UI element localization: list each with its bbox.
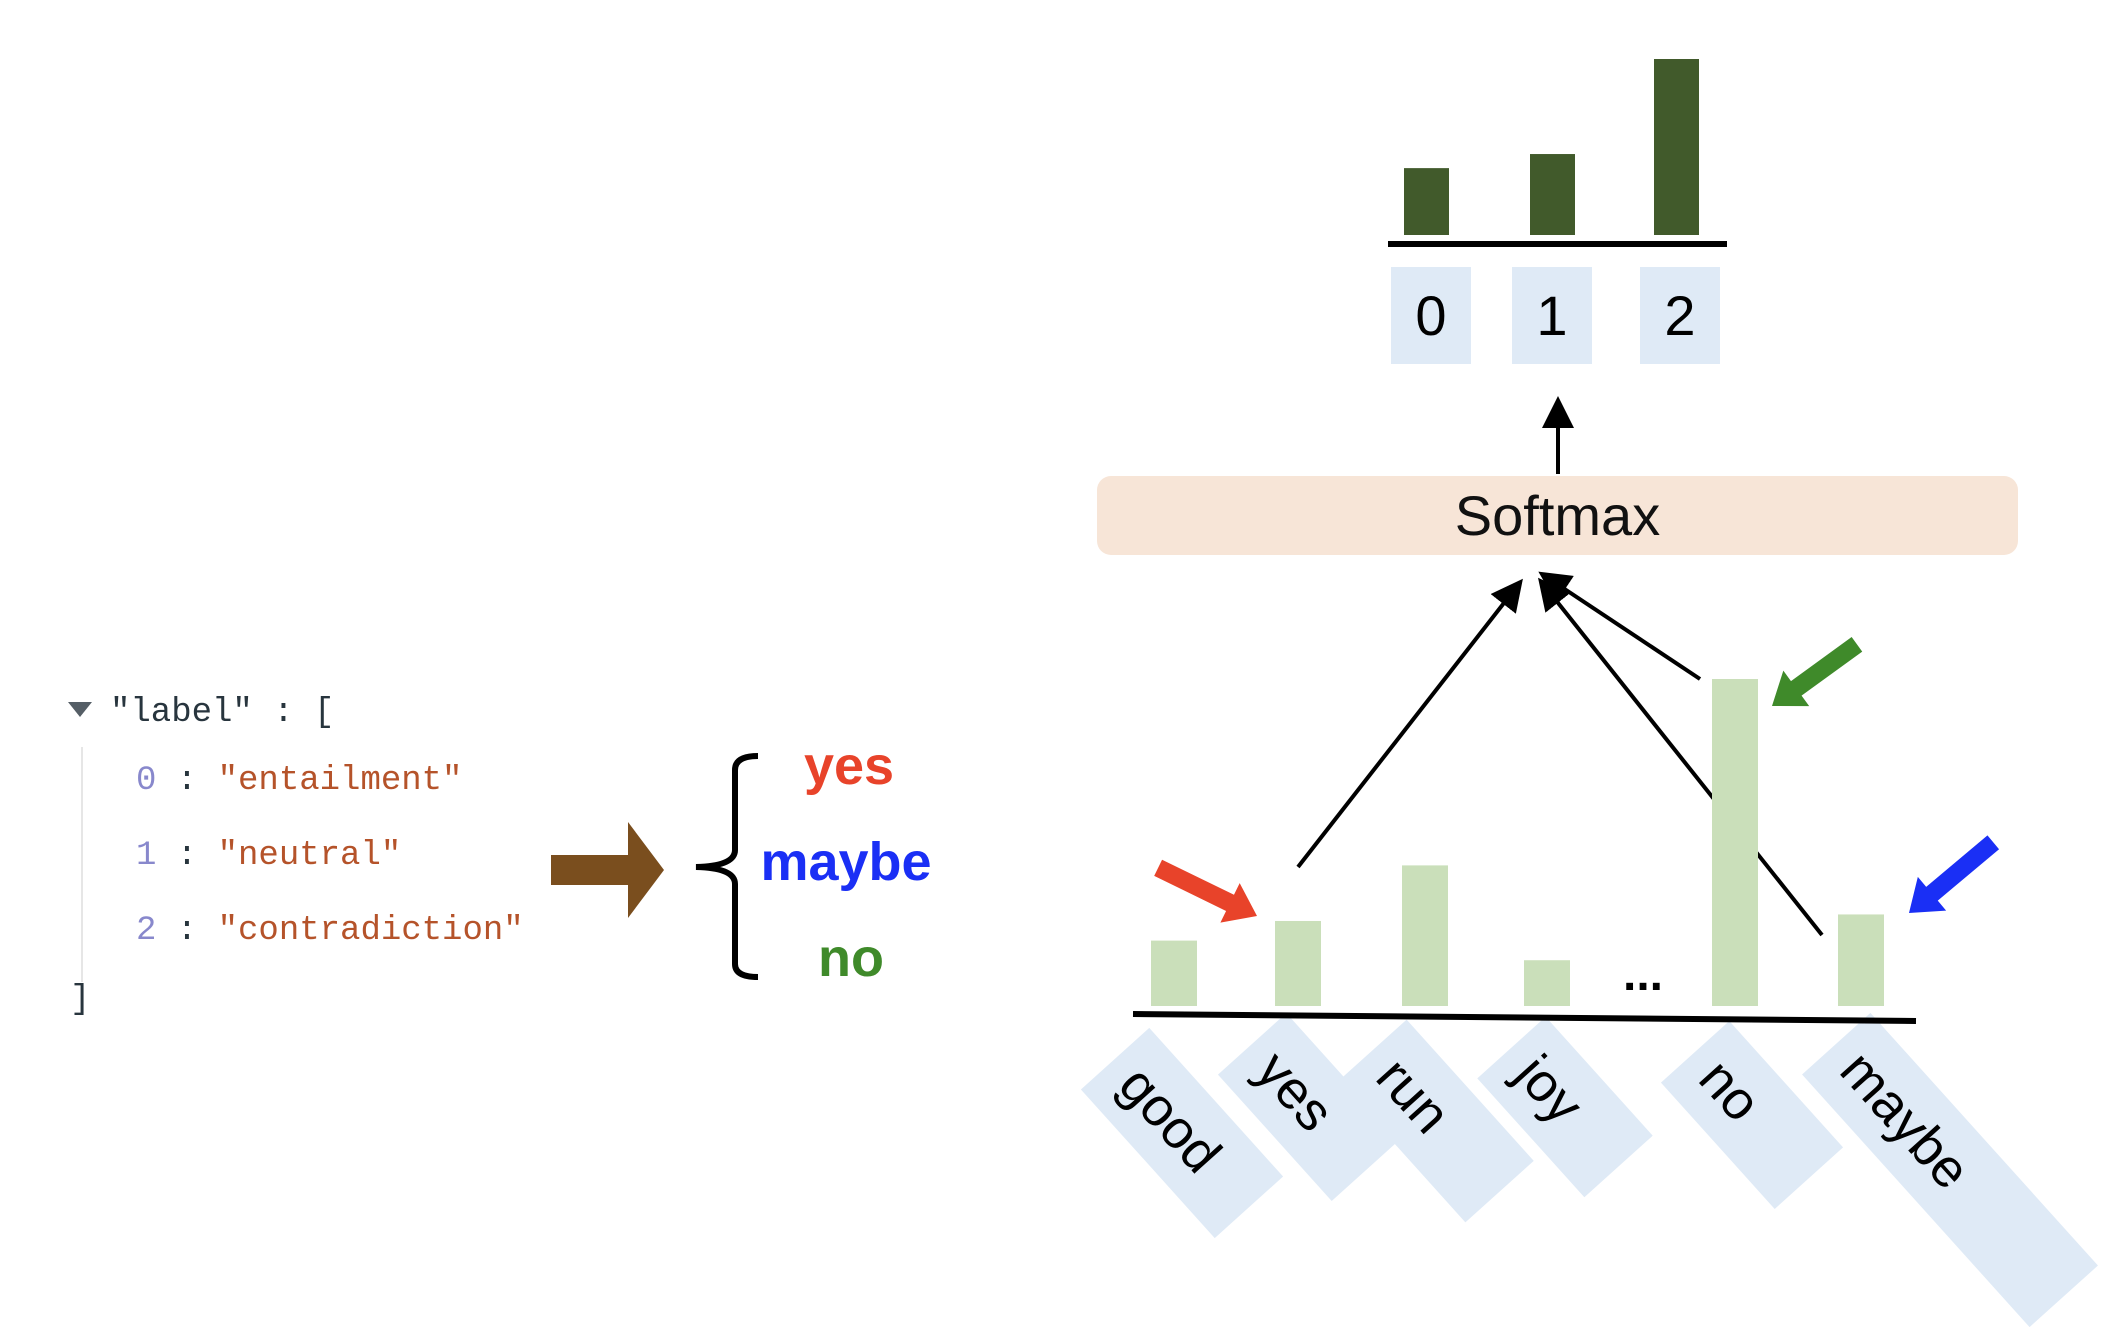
bar-yes (1275, 920, 1321, 1006)
softmax-label: Softmax (1454, 484, 1661, 547)
yes-to-softmax-arrow (1296, 578, 1523, 869)
vocab-axis-line (1132, 1011, 1917, 1024)
red-pointer-arrow-icon (1154, 859, 1257, 923)
bar-maybe (1838, 914, 1884, 1006)
answer-no: no (818, 928, 884, 988)
bar-run (1402, 865, 1448, 1006)
vocab-ellipsis: ... (1623, 948, 1663, 1001)
item-index: 1 (136, 837, 157, 875)
green-pointer-arrow-icon (1772, 637, 1863, 707)
curly-brace-icon (695, 753, 759, 980)
item-value: "entailment" (217, 762, 463, 800)
class-label-0: 0 (1391, 267, 1471, 364)
maybe-to-softmax-arrow (1538, 577, 1824, 937)
item-sep: : (156, 912, 218, 950)
class-label-2: 2 (1640, 267, 1720, 364)
bar-joy (1524, 960, 1570, 1006)
bar-class-0 (1404, 168, 1449, 235)
class-label-1: 1 (1512, 267, 1592, 364)
answer-yes: yes (803, 736, 895, 796)
json-item-0: 0 : "entailment" (136, 762, 462, 800)
item-sep: : (156, 837, 218, 875)
item-sep: : (156, 762, 218, 800)
json-item-1: 1 : "neutral" (136, 837, 401, 875)
answer-maybe: maybe (760, 832, 932, 892)
item-value: "contradiction" (217, 912, 524, 950)
mapping-arrow-icon (551, 822, 664, 918)
bar-good (1151, 940, 1197, 1006)
item-index: 2 (136, 912, 157, 950)
bar-class-2 (1654, 59, 1699, 235)
json-close-bracket: ] (70, 981, 91, 1019)
bar-no (1712, 679, 1758, 1006)
item-index: 0 (136, 762, 157, 800)
bar-class-1 (1530, 154, 1575, 235)
json-item-2: 2 : "contradiction" (136, 912, 524, 950)
tree-guide-line (81, 747, 83, 982)
no-to-softmax-arrow (1538, 571, 1702, 681)
item-value: "neutral" (217, 837, 402, 875)
collapse-triangle-icon[interactable] (68, 702, 92, 717)
blue-pointer-arrow-icon (1909, 835, 2000, 913)
json-key-label: "label" : [ (110, 694, 335, 732)
softmax-block: Softmax (1097, 476, 2018, 555)
